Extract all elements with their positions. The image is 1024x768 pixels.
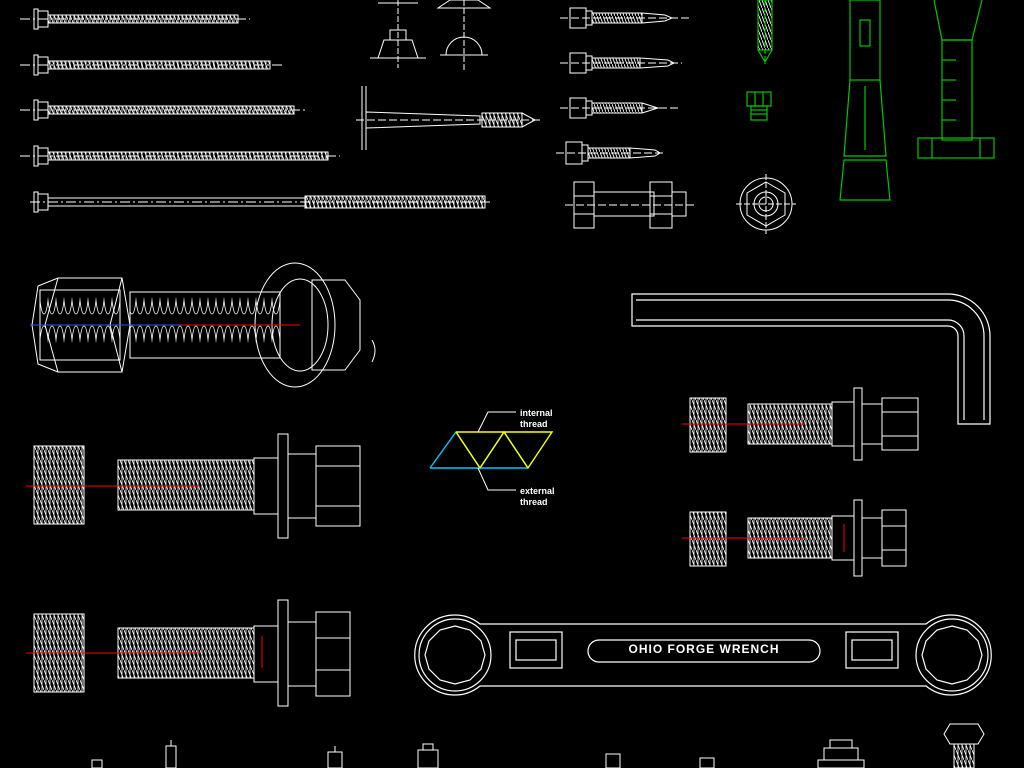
long-screw-2 <box>20 54 285 76</box>
long-screw-3 <box>20 99 305 121</box>
green-wedge-anchor-left <box>839 0 891 201</box>
wrench-text-label: OHIO FORGE WRENCH <box>628 642 780 656</box>
long-screw-4 <box>20 145 340 167</box>
nut-top-view <box>736 174 796 234</box>
bolt-assembly-b <box>26 599 351 707</box>
self-drilling-screw-3 <box>560 97 680 119</box>
small-parts-row <box>91 723 985 768</box>
self-drilling-screw-1 <box>560 7 690 29</box>
internal-thread-label: internal thread <box>520 408 553 429</box>
anchor-cap-right <box>436 0 492 70</box>
long-screw-1 <box>20 8 250 30</box>
external-thread-label: external thread <box>520 486 555 507</box>
green-small-bolt <box>746 91 772 121</box>
thread-profile-diagram <box>429 411 554 491</box>
box-wrench <box>414 614 992 696</box>
hex-bolt-with-nut <box>565 181 695 229</box>
allen-key <box>631 293 991 425</box>
isometric-bolt-and-nut <box>30 262 376 388</box>
anchor-cap-left <box>370 0 426 68</box>
bolt-assembly-a <box>26 433 361 539</box>
long-screw-5 <box>30 191 490 213</box>
bolt-assembly-d <box>682 499 907 577</box>
self-drilling-screw-2 <box>560 52 682 74</box>
self-drilling-screw-4 <box>556 141 665 165</box>
lag-screw-with-plate <box>356 86 540 150</box>
green-wedge-anchor-right <box>917 0 995 159</box>
green-lag-screw <box>757 0 773 64</box>
bolt-assembly-c <box>682 387 919 461</box>
